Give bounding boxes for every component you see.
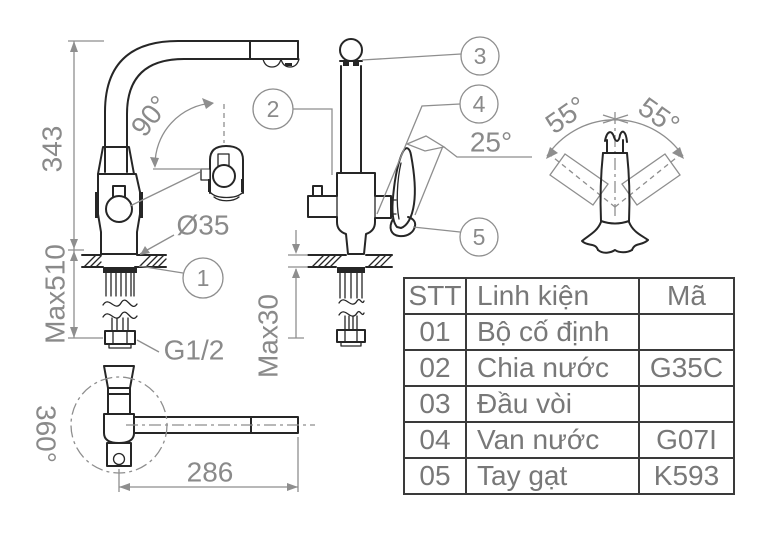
table-row: 02 Chia nước G35C — [403, 349, 735, 387]
part-name: Tay gạt — [465, 457, 640, 495]
dim-spout-swivel: 360° — [31, 405, 62, 463]
annotation-25deg: 25° — [405, 127, 532, 216]
part-code: G07I — [638, 421, 735, 459]
dim-handle-tilt: 25° — [470, 127, 512, 158]
spout-arm — [133, 416, 299, 434]
spout-top-cap — [339, 38, 363, 62]
g12-connector — [104, 330, 136, 345]
callout-5: 5 — [412, 217, 499, 257]
annotation-90deg: 90° — [125, 90, 225, 170]
dim-counter-max: Max30 — [253, 294, 284, 378]
side-view: 343 Max510 90° Ø35 G1/2 1 — [37, 40, 300, 366]
spray-head-detail — [200, 145, 244, 202]
front-view: Max30 25° 2 3 4 5 — [252, 36, 532, 378]
callout-2: 2 — [252, 88, 333, 175]
dim-spray-swivel: 90° — [125, 90, 175, 142]
callout-1: 1 — [138, 257, 224, 299]
callout-2-label: 2 — [267, 96, 280, 122]
callout-3-label: 3 — [474, 43, 487, 69]
handle-front — [581, 130, 649, 254]
callout-4: 4 — [376, 84, 499, 215]
handle-swing-view: 55° 55° — [540, 90, 685, 254]
part-number: 05 — [403, 457, 467, 495]
callout-1-label: 1 — [197, 265, 210, 291]
table-row: 05 Tay gạt K593 — [403, 457, 735, 495]
dimension-reach: 286 — [118, 437, 299, 492]
lever-handle — [389, 147, 417, 238]
dim-under-counter-max: Max510 — [40, 244, 71, 344]
part-code — [638, 385, 735, 423]
part-code: K593 — [638, 457, 735, 495]
table-row: 04 Van nước G07I — [403, 421, 735, 459]
dim-swing-left: 55° — [540, 90, 592, 140]
col-header-part: Linh kiện — [465, 277, 640, 315]
top-view: 360° 286 — [31, 365, 315, 492]
parts-table: STT Linh kiện Mã 01 Bộ cố định 02 Chia n… — [403, 277, 735, 495]
part-number: 01 — [403, 313, 467, 351]
col-header-stt: STT — [403, 277, 467, 315]
dim-hole-diameter: Ø35 — [177, 210, 230, 241]
part-name: Bộ cố định — [465, 313, 640, 351]
callout-3: 3 — [361, 36, 500, 76]
part-number: 03 — [403, 385, 467, 423]
table-header-row: STT Linh kiện Mã — [403, 277, 735, 315]
part-number: 02 — [403, 349, 467, 387]
spout-outline — [104, 40, 299, 173]
part-code: G35C — [638, 349, 735, 387]
part-number: 04 — [403, 421, 467, 459]
dim-spout-reach: 286 — [187, 457, 234, 488]
table-row: 01 Bộ cố định — [403, 313, 735, 351]
callout-5-label: 5 — [473, 224, 486, 250]
diverter-knob — [105, 195, 133, 223]
part-code — [638, 313, 735, 351]
dim-swing-right: 55° — [633, 91, 685, 141]
handle-ghost-left — [549, 153, 609, 206]
col-header-code: Mã — [638, 277, 735, 315]
part-name: Chia nước — [465, 349, 640, 387]
part-name: Van nước — [465, 421, 640, 459]
dimension-height: 343 Max510 — [37, 40, 104, 344]
dimension-counter-thickness: Max30 — [253, 230, 304, 378]
valve-body — [307, 172, 392, 255]
dim-thread: G1/2 — [164, 335, 225, 366]
table-row: 03 Đầu vòi — [403, 385, 735, 423]
handle-ghost-right — [621, 153, 681, 206]
part-name: Đầu vòi — [465, 385, 640, 423]
dim-height: 343 — [37, 126, 68, 173]
callout-4-label: 4 — [473, 91, 486, 117]
